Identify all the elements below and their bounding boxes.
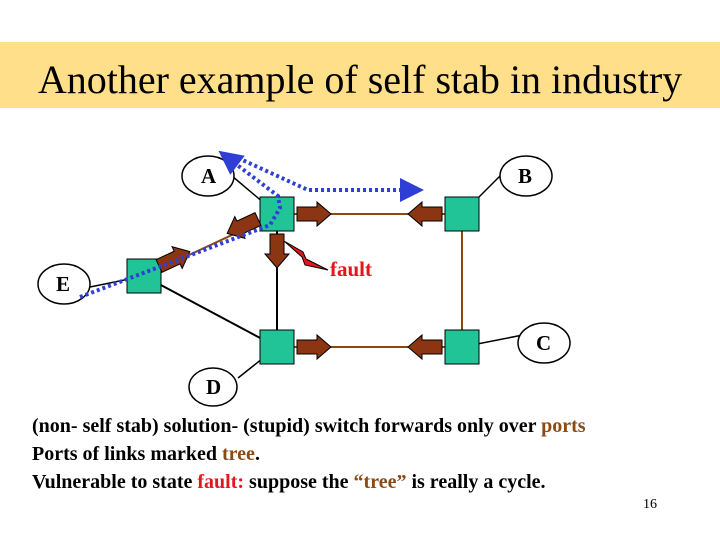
switch-4 — [444, 329, 480, 365]
port-arrow — [226, 211, 262, 240]
broadcast-path — [79, 150, 283, 299]
slide-title: Another example of self stab in industry — [37, 57, 683, 102]
fault-label: fault — [330, 257, 372, 281]
broadcast-path — [237, 156, 424, 202]
node-d-label: D — [206, 375, 221, 399]
switch-2 — [444, 196, 480, 232]
title-bar — [0, 42, 720, 108]
port-arrow — [407, 333, 443, 361]
node-e-label: E — [56, 272, 70, 296]
node-c-label: C — [536, 331, 551, 355]
node-b — [499, 155, 553, 197]
node-a-label: A — [201, 164, 217, 188]
switch-3 — [259, 329, 295, 365]
body-line-3: Vulnerable to state fault: suppose the “… — [32, 471, 546, 493]
body-text: (non- self stab) solution- (stupid) swit… — [32, 412, 586, 496]
node-c — [517, 322, 571, 364]
node-d — [188, 367, 238, 407]
node-b-label: B — [518, 164, 532, 188]
port-arrow — [263, 233, 291, 269]
link-s5-s3 — [143, 275, 278, 348]
page-number: 16 — [643, 497, 657, 512]
port-arrow — [296, 200, 332, 228]
port-arrow — [296, 333, 332, 361]
node-e — [37, 263, 91, 305]
body-line-1: (non- self stab) solution- (stupid) swit… — [32, 415, 586, 437]
fault-bolt — [283, 240, 329, 271]
body-line-2: Ports of links marked tree. — [32, 443, 260, 465]
port-arrow — [407, 200, 443, 228]
